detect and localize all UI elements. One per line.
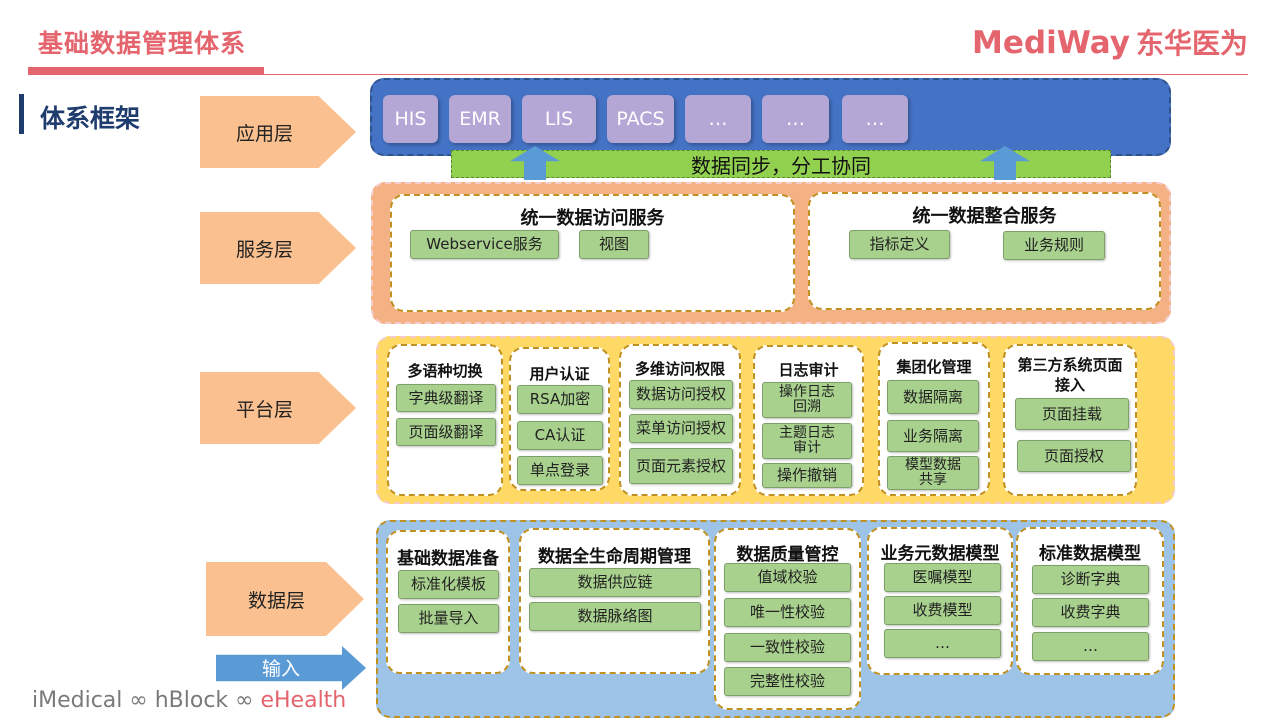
card-title: 标准数据模型 [1039,544,1141,564]
service-item: 业务规则 [1003,231,1105,260]
data-item: … [1032,632,1149,661]
app-item: LIS [522,95,596,143]
card-title: 日志审计 [778,361,839,379]
data-item: 收费模型 [884,596,1001,625]
platform-item: 业务隔离 [887,420,979,452]
platform-item: 操作日志 回溯 [762,382,852,418]
app-item: … [842,95,908,143]
section-title: 体系框架 [40,104,141,133]
layer-label-text: 数据层 [248,589,306,612]
card-title: 第三方系统页面接入 [1017,356,1123,394]
app-item: … [762,95,829,143]
service-item: Webservice服务 [410,230,559,259]
platform-item: 数据隔离 [887,380,979,414]
data-item: 数据供应链 [529,568,701,597]
data-card: 基础数据准备 [386,530,510,674]
data-item: 诊断字典 [1032,565,1149,594]
card-title: 多语种切换 [407,362,483,380]
service-item: 指标定义 [849,230,950,259]
platform-item: 页面挂载 [1015,398,1129,430]
logo-cn: 东华医为 [1135,27,1248,60]
footer-text: iMedical ∞ hBlock ∞ [32,688,261,713]
platform-item: 模型数据 共享 [887,456,979,490]
app-item: HIS [383,95,438,143]
card-title: 基础数据准备 [397,549,499,569]
data-item: … [884,629,1001,658]
data-item: 数据脉络图 [529,602,701,631]
card-title: 统一数据访问服务 [520,208,665,229]
platform-item: 页面授权 [1017,440,1131,472]
app-item: … [685,95,751,143]
header-divider [28,74,1248,75]
data-card: 数据全生命周期管理 [519,528,710,674]
platform-item: 主题日志 审计 [762,423,852,459]
data-item: 标准化模板 [398,570,499,599]
data-item: 值域校验 [724,563,851,592]
layer-label-service: 服务层 [200,212,356,284]
platform-item: 页面级翻译 [396,418,496,446]
layer-label-text: 平台层 [236,398,294,421]
card-title: 业务元数据模型 [880,544,1000,564]
data-item: 批量导入 [398,604,499,633]
platform-item: 单点登录 [517,456,603,485]
layer-label-data: 数据层 [206,562,364,636]
platform-item: 字典级翻译 [396,384,496,412]
card-title: 用户认证 [529,365,590,383]
data-item: 完整性校验 [724,667,851,696]
title-underline [28,67,264,75]
service-item: 视图 [579,230,649,259]
sync-bar: 数据同步，分工协同 [451,150,1111,178]
layer-label-text: 应用层 [236,122,294,145]
data-item: 医嘱模型 [884,563,1001,592]
data-item: 收费字典 [1032,598,1149,627]
logo-en: MediWay [972,25,1130,61]
footer-brand: iMedical ∞ hBlock ∞ eHealth [32,688,346,713]
page-title: 基础数据管理体系 [38,29,247,58]
platform-item: RSA加密 [517,385,603,414]
footer-ehealth: eHealth [260,688,347,713]
platform-item: 数据访问授权 [629,380,733,409]
app-item: PACS [607,95,674,143]
platform-item: CA认证 [517,421,603,450]
card-title: 数据质量管控 [736,545,839,565]
platform-item: 操作撤销 [762,463,852,488]
input-arrow: 输入 [216,646,366,690]
data-item: 一致性校验 [724,633,851,662]
card-title: 统一数据整合服务 [912,206,1057,227]
card-title: 集团化管理 [896,358,972,376]
data-item: 唯一性校验 [724,598,851,627]
layer-label-platform: 平台层 [200,372,356,444]
input-label: 输入 [262,658,301,680]
platform-item: 页面元素授权 [629,448,733,484]
layer-label-text: 服务层 [236,238,294,261]
layer-label-app: 应用层 [200,96,356,168]
card-title: 数据全生命周期管理 [538,547,691,567]
card-title: 多维访问权限 [634,360,725,378]
app-item: EMR [449,95,511,143]
section-marker [19,94,24,134]
platform-item: 菜单访问授权 [629,414,733,443]
